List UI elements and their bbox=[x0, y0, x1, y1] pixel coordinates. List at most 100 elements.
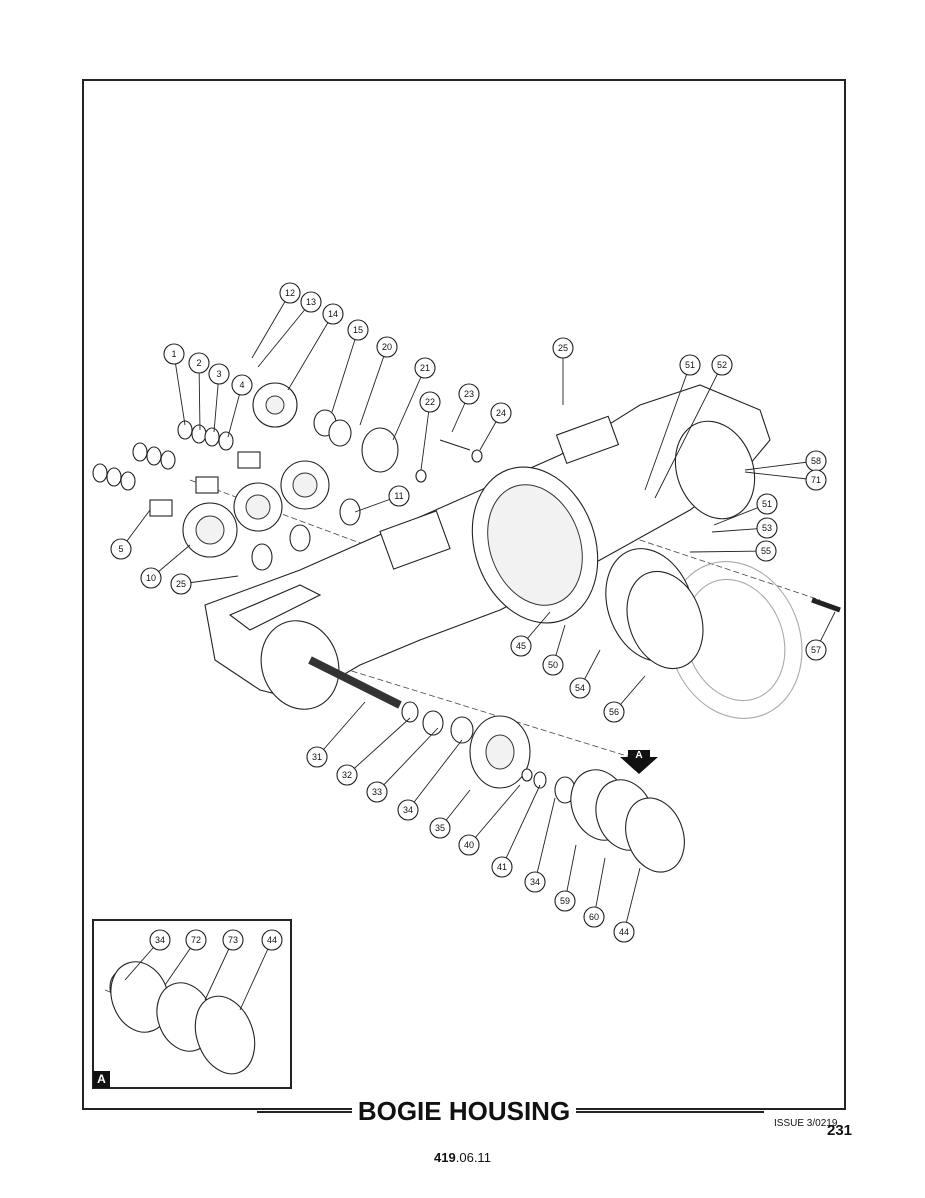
svg-text:59: 59 bbox=[560, 896, 570, 906]
callout-31: 31 bbox=[306, 701, 366, 768]
svg-text:45: 45 bbox=[516, 641, 526, 651]
callout-33: 33 bbox=[366, 727, 439, 803]
callout-44: 44 bbox=[613, 867, 641, 943]
svg-text:51: 51 bbox=[685, 360, 695, 370]
svg-text:33: 33 bbox=[372, 787, 382, 797]
callouts-main: 1234510111213141520212223242525313233343… bbox=[110, 282, 836, 943]
callout-21: 21 bbox=[392, 357, 436, 441]
svg-text:41: 41 bbox=[497, 862, 507, 872]
svg-text:24: 24 bbox=[496, 408, 506, 418]
svg-text:35: 35 bbox=[435, 823, 445, 833]
callout-11: 11 bbox=[354, 485, 410, 513]
svg-text:25: 25 bbox=[558, 343, 568, 353]
inset-callout-73: 73 bbox=[204, 929, 244, 1001]
callout-4: 4 bbox=[227, 374, 253, 438]
svg-text:54: 54 bbox=[575, 683, 585, 693]
doc-reference: 419.06.11 bbox=[0, 1150, 925, 1165]
svg-text:32: 32 bbox=[342, 770, 352, 780]
doc-ref-suffix: .06.11 bbox=[455, 1150, 491, 1165]
callout-34: 34 bbox=[397, 739, 463, 821]
svg-text:4: 4 bbox=[239, 380, 244, 390]
callout-45: 45 bbox=[510, 611, 551, 657]
inset-detail-parts bbox=[104, 961, 256, 1075]
svg-text:57: 57 bbox=[811, 645, 821, 655]
svg-text:20: 20 bbox=[382, 342, 392, 352]
svg-text:14: 14 bbox=[328, 309, 338, 319]
view-marker-label: A bbox=[635, 750, 642, 761]
callout-59: 59 bbox=[554, 844, 577, 912]
svg-text:50: 50 bbox=[548, 660, 558, 670]
callout-23: 23 bbox=[451, 383, 480, 433]
svg-text:31: 31 bbox=[312, 752, 322, 762]
callout-2: 2 bbox=[188, 352, 210, 431]
callout-52: 52 bbox=[654, 354, 733, 499]
callout-35: 35 bbox=[429, 789, 471, 839]
title-row: BOGIE HOUSING bbox=[82, 1096, 846, 1126]
inset-callout-44: 44 bbox=[239, 929, 283, 1011]
inset-label: A bbox=[93, 1071, 110, 1088]
page-number: 231 bbox=[827, 1122, 853, 1139]
svg-text:73: 73 bbox=[228, 935, 238, 945]
ring-gear-ghost bbox=[605, 548, 841, 719]
callout-1: 1 bbox=[163, 343, 186, 426]
svg-text:12: 12 bbox=[285, 288, 295, 298]
callout-53: 53 bbox=[711, 517, 778, 539]
planet-gears bbox=[182, 382, 531, 789]
callout-40: 40 bbox=[458, 784, 521, 856]
svg-text:25: 25 bbox=[176, 579, 186, 589]
svg-text:44: 44 bbox=[267, 935, 277, 945]
view-a-arrow-icon bbox=[620, 750, 658, 774]
callout-32: 32 bbox=[336, 717, 411, 786]
callout-51: 51 bbox=[713, 493, 778, 526]
callout-13: 13 bbox=[257, 291, 322, 368]
svg-text:55: 55 bbox=[761, 546, 771, 556]
callout-34: 34 bbox=[524, 797, 556, 893]
svg-text:34: 34 bbox=[530, 877, 540, 887]
callout-50: 50 bbox=[542, 624, 566, 676]
svg-text:60: 60 bbox=[589, 912, 599, 922]
callout-25: 25 bbox=[552, 337, 574, 405]
inset-callout-34: 34 bbox=[124, 929, 171, 981]
svg-text:1: 1 bbox=[171, 349, 176, 359]
callout-22: 22 bbox=[419, 391, 441, 471]
callout-10: 10 bbox=[140, 544, 191, 589]
svg-text:40: 40 bbox=[464, 840, 474, 850]
callout-54: 54 bbox=[569, 649, 601, 699]
svg-text:58: 58 bbox=[811, 456, 821, 466]
callout-24: 24 bbox=[479, 402, 512, 451]
callout-14: 14 bbox=[287, 303, 344, 391]
svg-text:56: 56 bbox=[609, 707, 619, 717]
svg-text:13: 13 bbox=[306, 297, 316, 307]
issue-label: ISSUE 3/0219 bbox=[774, 1118, 838, 1129]
callout-58: 58 bbox=[744, 450, 827, 472]
callout-60: 60 bbox=[583, 857, 606, 928]
callout-55: 55 bbox=[689, 540, 777, 562]
svg-text:53: 53 bbox=[762, 523, 772, 533]
callout-20: 20 bbox=[359, 336, 398, 426]
svg-text:21: 21 bbox=[420, 363, 430, 373]
callout-71: 71 bbox=[744, 469, 827, 491]
svg-text:34: 34 bbox=[155, 935, 165, 945]
bogie-housing-body bbox=[204, 384, 771, 710]
svg-text:51: 51 bbox=[762, 499, 772, 509]
svg-text:34: 34 bbox=[403, 805, 413, 815]
svg-text:44: 44 bbox=[619, 927, 629, 937]
svg-text:15: 15 bbox=[353, 325, 363, 335]
inset-callout-72: 72 bbox=[164, 929, 207, 986]
svg-text:11: 11 bbox=[394, 491, 403, 501]
callout-12: 12 bbox=[251, 282, 301, 359]
callout-51: 51 bbox=[644, 354, 701, 491]
svg-text:10: 10 bbox=[146, 573, 156, 583]
page-title: BOGIE HOUSING bbox=[351, 1096, 577, 1126]
svg-text:2: 2 bbox=[196, 358, 201, 368]
callouts-inset: 34 72 73 44 bbox=[124, 929, 283, 1011]
detail-view-inset bbox=[92, 919, 292, 1089]
callout-56: 56 bbox=[603, 675, 646, 723]
callout-3: 3 bbox=[208, 363, 230, 433]
callout-5: 5 bbox=[110, 509, 151, 560]
doc-ref-prefix: 419 bbox=[434, 1150, 456, 1165]
callout-41: 41 bbox=[491, 784, 541, 878]
callout-57: 57 bbox=[805, 611, 836, 661]
svg-text:72: 72 bbox=[191, 935, 201, 945]
